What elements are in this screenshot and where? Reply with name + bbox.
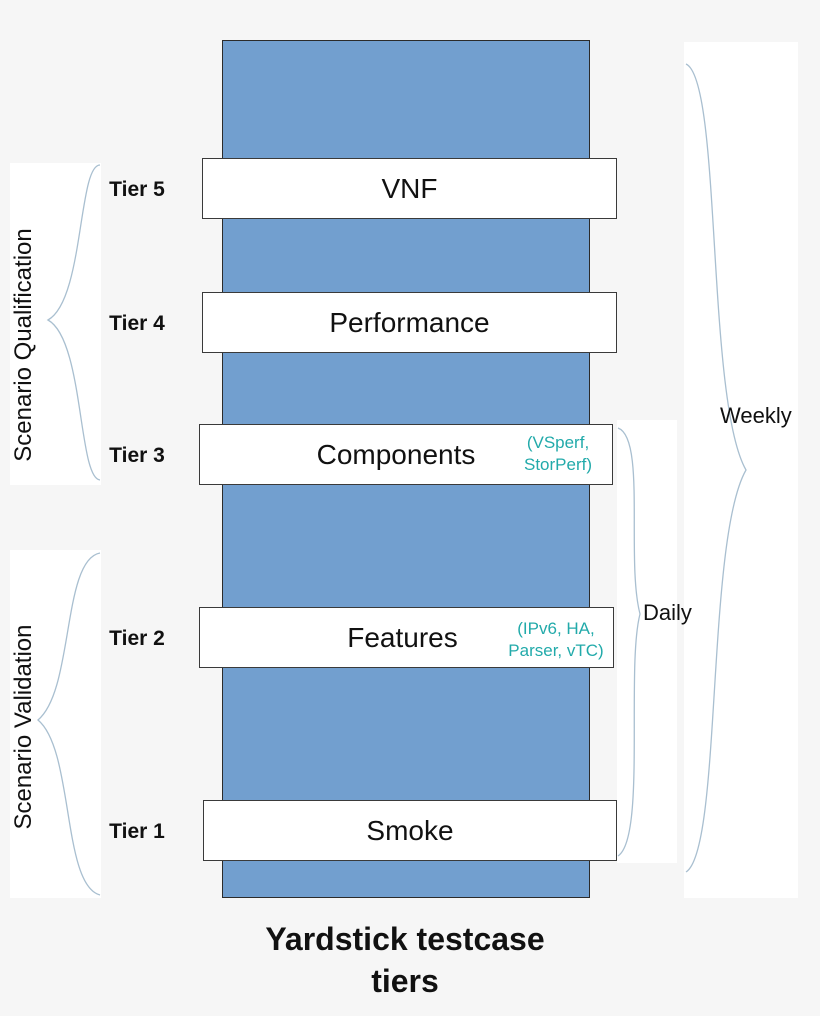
tier-3-note-line1: (VSperf, [526, 433, 590, 452]
tier-3-label: Tier 3 [109, 444, 165, 467]
validation-panel [10, 550, 101, 898]
tier-5-box: VNF [202, 158, 617, 219]
tier-2-name: Features [347, 621, 458, 653]
weekly-panel [684, 42, 798, 898]
tier-3-note: (VSperf, StorPerf) [508, 432, 608, 476]
tier-5-name: VNF [381, 172, 438, 204]
tier-1-box: Smoke [203, 800, 617, 861]
tier-2-note-line2: Parser, vTC) [508, 641, 604, 660]
tier-2-box: Features [199, 607, 614, 668]
tier-5-label: Tier 5 [109, 178, 165, 201]
qualification-brace [46, 164, 101, 481]
daily-panel [617, 420, 677, 863]
tier-2-note-line1: (IPv6, HA, [517, 619, 595, 638]
daily-label: Daily [643, 600, 692, 625]
weekly-label: Weekly [720, 403, 792, 428]
scenario-qualification-label: Scenario Qualification [10, 228, 37, 462]
diagram-title: Yardstick testcase tiers [160, 918, 650, 1002]
weekly-brace [685, 63, 747, 873]
validation-brace [36, 552, 101, 896]
tier-3-name: Components [316, 438, 476, 470]
tier-3-note-line2: StorPerf) [523, 455, 593, 474]
daily-brace [617, 427, 641, 857]
tier-4-label: Tier 4 [109, 312, 165, 335]
tier-2-label: Tier 2 [109, 627, 165, 650]
qualification-panel [10, 163, 101, 485]
diagram-title-line1: Yardstick testcase [265, 921, 545, 957]
tier-4-name: Performance [329, 306, 490, 338]
tier-1-label: Tier 1 [109, 820, 165, 843]
scenario-validation-label: Scenario Validation [10, 624, 37, 830]
tier-1-name: Smoke [366, 814, 454, 846]
tier-2-note: (IPv6, HA, Parser, vTC) [500, 618, 612, 662]
tier-4-box: Performance [202, 292, 617, 353]
diagram-title-line2: tiers [371, 963, 439, 999]
tier-3-box: Components [199, 424, 613, 485]
